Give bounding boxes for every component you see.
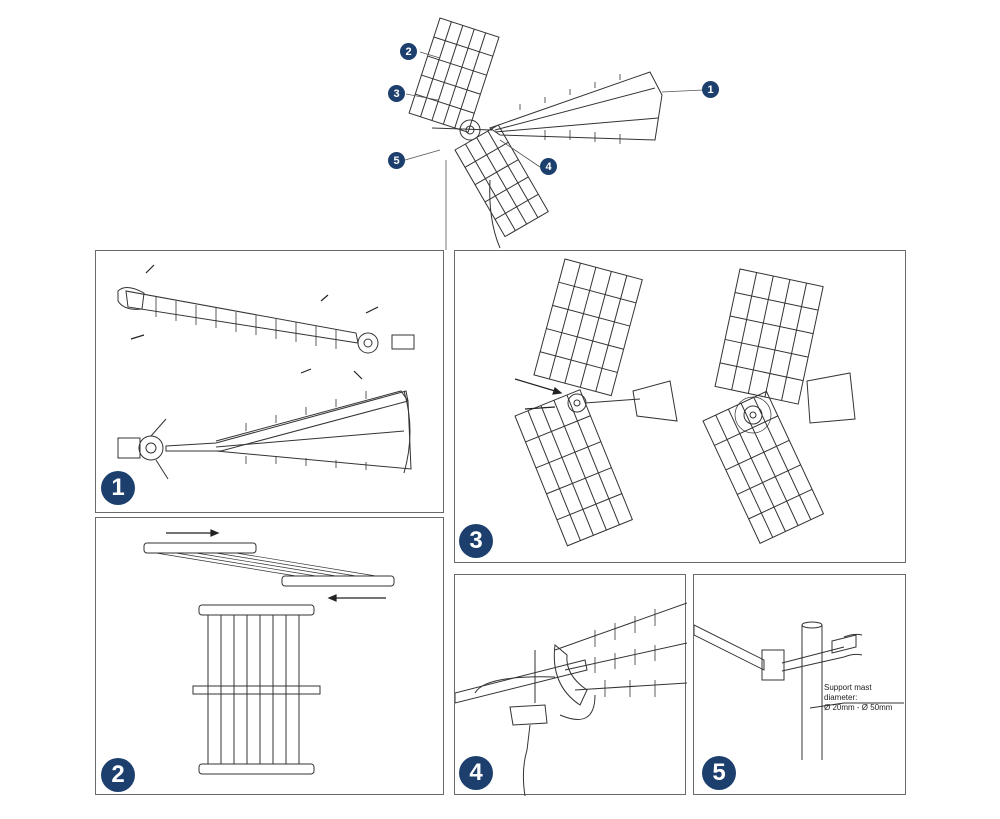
overview-panel-top (408, 17, 500, 133)
step-1-panel: 1 (95, 250, 444, 513)
callout-badge-3: 3 (388, 85, 405, 102)
step-4-drawing (455, 602, 687, 796)
overview-panel-bottom (454, 124, 549, 238)
mast-diameter-note: Support mast diameter: Ø 20mm - Ø 50mm (824, 683, 906, 713)
mast-diameter-note-line1: Support mast diameter: (824, 683, 872, 702)
step-2-drawing (143, 529, 395, 775)
step-badge-3: 3 (459, 524, 493, 558)
step-5-panel: Support mast diameter: Ø 20mm - Ø 50mm 5 (693, 574, 906, 795)
step-badge-1: 1 (101, 471, 135, 505)
step-3-drawing (514, 258, 856, 547)
step-1-drawing (117, 264, 415, 480)
step-2-panel: 2 (95, 517, 444, 795)
callout-badge-1: 1 (702, 81, 719, 98)
step-3-panel: 3 (454, 250, 906, 563)
callout-badge-4: 4 (540, 158, 557, 175)
step-5-drawing (694, 621, 904, 760)
step-badge-5: 5 (702, 756, 736, 790)
callout-badge-2: 2 (400, 43, 417, 60)
callout-badge-5: 5 (388, 152, 405, 169)
step-badge-2: 2 (101, 758, 135, 792)
step-4-panel: 4 (454, 574, 687, 796)
step-badge-4: 4 (459, 756, 493, 790)
mast-diameter-note-line2: Ø 20mm - Ø 50mm (824, 703, 893, 712)
